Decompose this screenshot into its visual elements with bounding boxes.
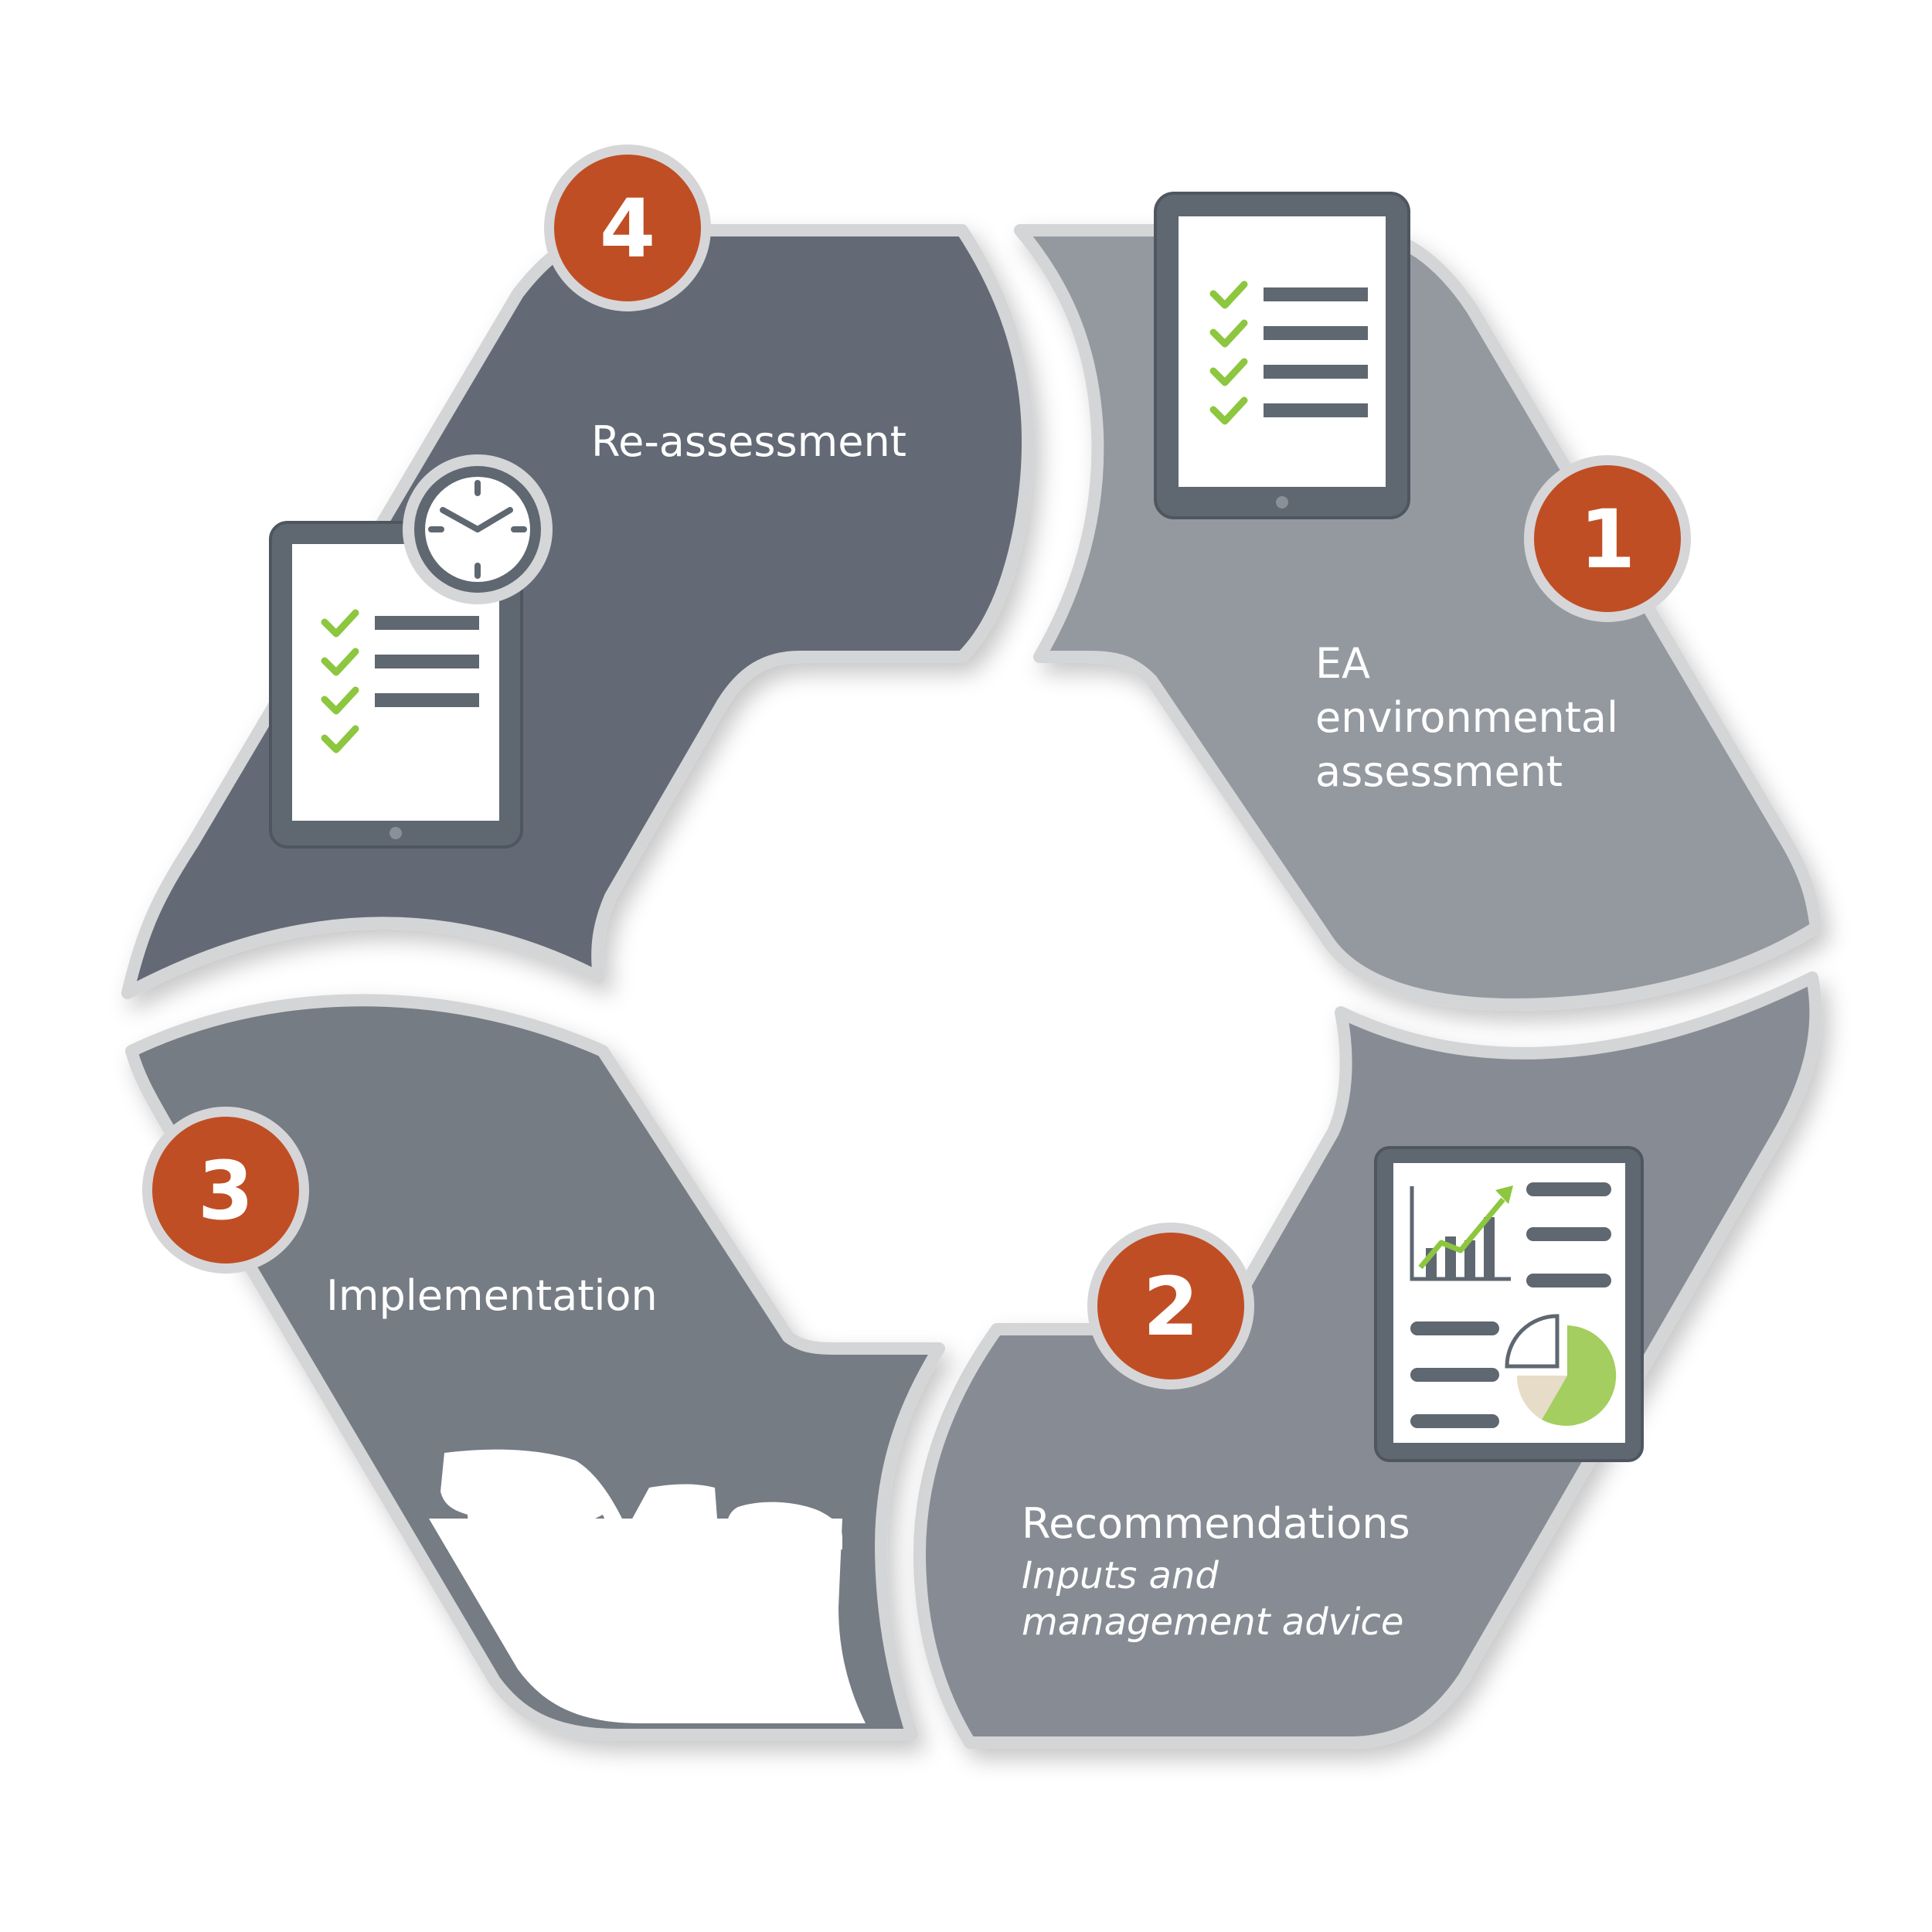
badge-circle <box>1097 1233 1244 1379</box>
text-line <box>1264 365 1368 379</box>
pie-slice-green <box>1542 1325 1617 1426</box>
checklist-lines <box>1264 287 1368 417</box>
tablet-screen <box>1179 216 1386 487</box>
badge-number: 3 <box>198 1144 253 1238</box>
check-icon <box>1209 281 1248 309</box>
step-1-title: EA environmental assessment <box>1315 639 1631 796</box>
trend-arrowhead <box>1495 1185 1513 1204</box>
checklist-items <box>1209 281 1248 425</box>
badge-circle <box>152 1117 299 1264</box>
text-line <box>1264 403 1368 417</box>
step-4-badge[interactable]: 4 <box>544 145 711 311</box>
text-line <box>1264 326 1368 340</box>
check-icon <box>321 686 359 715</box>
checklist-lines <box>375 616 479 707</box>
text-line <box>1264 287 1368 301</box>
badge-circle <box>1534 465 1681 612</box>
badge-number: 4 <box>600 182 655 276</box>
line-chart-icon <box>1410 1185 1513 1281</box>
clock-minute-hand <box>474 507 513 532</box>
text-line <box>1410 1368 1499 1382</box>
step-3-title: Implementation <box>326 1271 658 1320</box>
report-lines-top <box>1526 1182 1611 1287</box>
check-icon <box>1209 319 1248 348</box>
text-line <box>1410 1321 1499 1335</box>
check-icon <box>1209 396 1248 425</box>
step-2-subtitle: Inputs and management advice <box>1022 1554 1403 1644</box>
text-line <box>1526 1182 1611 1196</box>
cow-silhouette <box>440 1449 628 1549</box>
segment-4-shape <box>121 224 1035 999</box>
chart-bar <box>1464 1240 1475 1279</box>
badge-circle <box>554 155 701 301</box>
text-line <box>1526 1227 1611 1241</box>
calf-silhouette <box>626 1484 717 1546</box>
cow-silhouette <box>726 1502 842 1549</box>
segment-1-shape <box>1014 224 1822 1011</box>
step-3-badge[interactable]: 3 <box>142 1107 309 1274</box>
step-1-title-line-2: environmental <box>1315 693 1618 742</box>
text-line <box>1526 1274 1611 1287</box>
pie-slice-outline <box>1505 1314 1560 1369</box>
step-1-badge[interactable]: 1 <box>1524 455 1691 622</box>
step-2-badge[interactable]: 2 <box>1087 1223 1254 1389</box>
step-1-title-line-1: EA <box>1315 639 1370 688</box>
text-line <box>375 655 479 668</box>
pie-chart-icon <box>1505 1314 1617 1426</box>
tablet-home-button <box>389 827 402 839</box>
tablet-clock-icon <box>269 454 553 849</box>
text-line <box>1410 1414 1499 1428</box>
check-icon <box>321 725 359 753</box>
check-icon <box>321 648 359 676</box>
check-icon <box>1209 358 1248 386</box>
text-line <box>375 616 479 630</box>
tablet-checklist-icon <box>1154 192 1410 519</box>
chart-axes <box>1410 1186 1511 1281</box>
step-2-title: Recommendations <box>1022 1499 1410 1548</box>
text-line <box>375 693 479 707</box>
tablet-home-button <box>1276 496 1288 509</box>
pie-slice-beige <box>1516 1376 1567 1420</box>
clock-hands <box>428 480 527 579</box>
check-icon <box>321 609 359 638</box>
trend-line <box>1418 1197 1505 1270</box>
checklist-items <box>321 609 359 753</box>
step-4-title: Re-assessment <box>591 417 906 466</box>
report-lines-bottom <box>1410 1321 1499 1428</box>
badge-number: 2 <box>1143 1260 1199 1354</box>
clock-icon <box>403 454 553 604</box>
step-2-subtitle-line-1: Inputs and <box>1022 1554 1219 1597</box>
step-2-subtitle-line-2: management advice <box>1022 1600 1403 1644</box>
clock-hour-hand <box>440 507 481 532</box>
step-1-title-line-3: assessment <box>1315 747 1563 796</box>
segment-ea-assessment[interactable] <box>1014 224 1822 1011</box>
segment-reassessment[interactable] <box>121 224 1035 999</box>
report-charts-icon <box>1374 1146 1644 1462</box>
badge-number: 1 <box>1580 492 1635 587</box>
pasture-ground <box>429 1519 866 1723</box>
chart-bar <box>1484 1217 1495 1279</box>
grazing-cattle-icon <box>429 1449 866 1723</box>
